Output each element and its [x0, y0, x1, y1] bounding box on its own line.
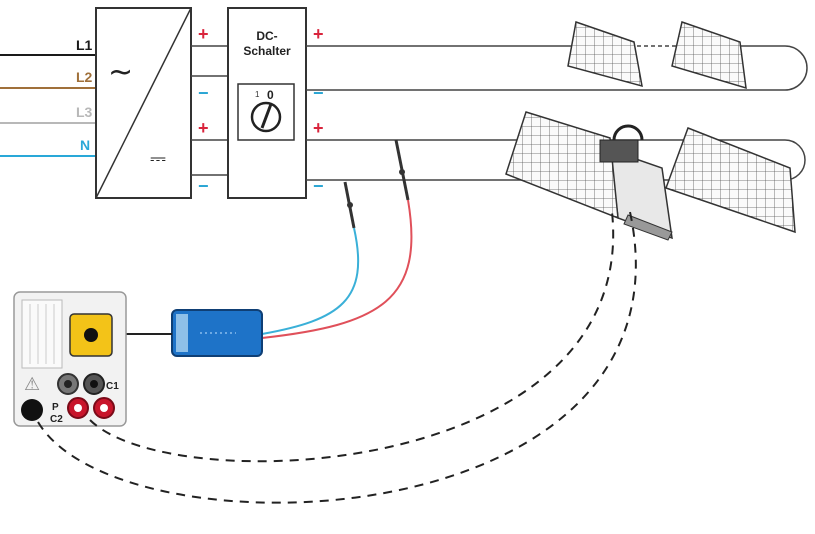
- terminal-black[interactable]: [21, 399, 43, 421]
- label-c1: C1: [106, 381, 119, 392]
- solar-panel: [567, 21, 643, 88]
- insulation-tester: ⚠ C1 P C2: [13, 291, 127, 427]
- label-n: N: [80, 137, 90, 153]
- label-l1: L1: [76, 37, 93, 53]
- earth-clamp: [623, 214, 673, 241]
- label-l3: L3: [76, 104, 93, 120]
- switch-polarity-marks: + − + −: [313, 24, 324, 196]
- inverter-switch-wiring: [191, 45, 228, 176]
- switch-pos-off: 0: [267, 88, 274, 102]
- minus-mark: −: [198, 83, 209, 103]
- minus-mark: −: [313, 83, 324, 103]
- dc-switch: DC- Schalter 1 0: [227, 7, 307, 199]
- inverter-polarity-marks: + − + −: [198, 24, 209, 196]
- minus-mark: −: [313, 176, 324, 196]
- probe-red-lead: [261, 199, 413, 339]
- ac-symbol: ~: [108, 55, 133, 90]
- solar-panels: [505, 21, 796, 241]
- plus-mark: +: [313, 118, 324, 138]
- label-c2: C2: [50, 414, 63, 425]
- tester-display: [21, 299, 63, 369]
- plus-mark: +: [198, 24, 209, 44]
- warning-icon: ⚠: [24, 374, 40, 395]
- plus-mark: +: [198, 118, 209, 138]
- inverter: ~ ⎓: [95, 7, 192, 199]
- solar-panel: [665, 127, 796, 234]
- earth-lead-inner: [89, 211, 615, 463]
- junction-box: [599, 139, 639, 163]
- earth-leads: [37, 211, 637, 504]
- probe-blue-lead: [261, 227, 360, 335]
- ac-lines: L1 L2 L3 N: [0, 37, 96, 157]
- plus-mark: +: [313, 24, 324, 44]
- switch-pos-on: 1: [255, 90, 260, 99]
- label-p: P: [52, 402, 59, 413]
- test-probes: [261, 139, 413, 339]
- solar-panel: [671, 21, 747, 90]
- test-adapter: [171, 309, 263, 357]
- minus-mark: −: [198, 176, 209, 196]
- label-l2: L2: [76, 69, 93, 85]
- dc-symbol: ⎓: [150, 146, 166, 170]
- dc-switch-title-2: Schalter: [243, 44, 291, 58]
- solar-panel: [505, 111, 619, 220]
- earth-lead-outer: [37, 211, 637, 504]
- earth-clamp-arc: [612, 124, 644, 141]
- dc-switch-title-1: DC-: [256, 29, 277, 43]
